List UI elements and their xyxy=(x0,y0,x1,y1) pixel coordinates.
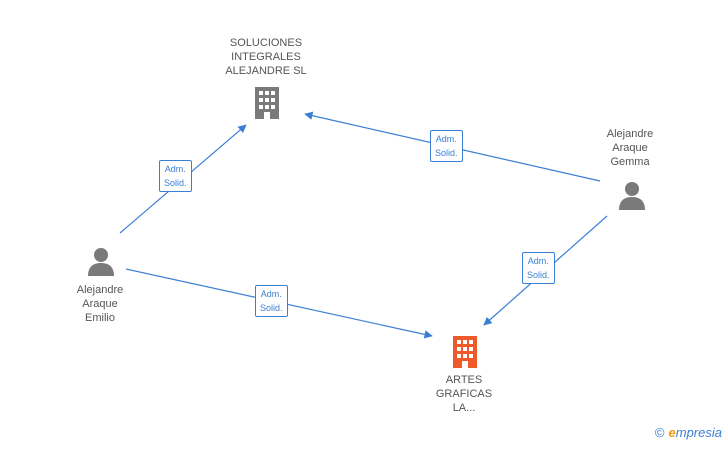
copyright-icon: © xyxy=(654,425,665,440)
person-label-gemma[interactable]: Alejandre Araque Gemma xyxy=(606,128,654,168)
building-icon[interactable] xyxy=(449,334,481,368)
brand-watermark: © empresia xyxy=(655,425,722,440)
edge-label-gemma-artes: Adm. Solid. xyxy=(522,252,555,284)
person-icon[interactable] xyxy=(617,180,647,210)
company-label-artes[interactable]: ARTES GRAFICAS LA... xyxy=(435,374,493,414)
edge-label-emilio-artes: Adm. Solid. xyxy=(255,285,288,317)
person-icon[interactable] xyxy=(86,246,116,276)
company-label-soluciones[interactable]: SOLUCIONES INTEGRALES ALEJANDRE SL xyxy=(225,37,307,77)
edge-label-gemma-soluciones: Adm. Solid. xyxy=(430,130,463,162)
building-icon[interactable] xyxy=(251,85,283,119)
brand-logo: empresia xyxy=(668,425,722,440)
person-label-emilio[interactable]: Alejandre Araque Emilio xyxy=(76,284,124,324)
edge-label-emilio-soluciones: Adm. Solid. xyxy=(159,160,192,192)
